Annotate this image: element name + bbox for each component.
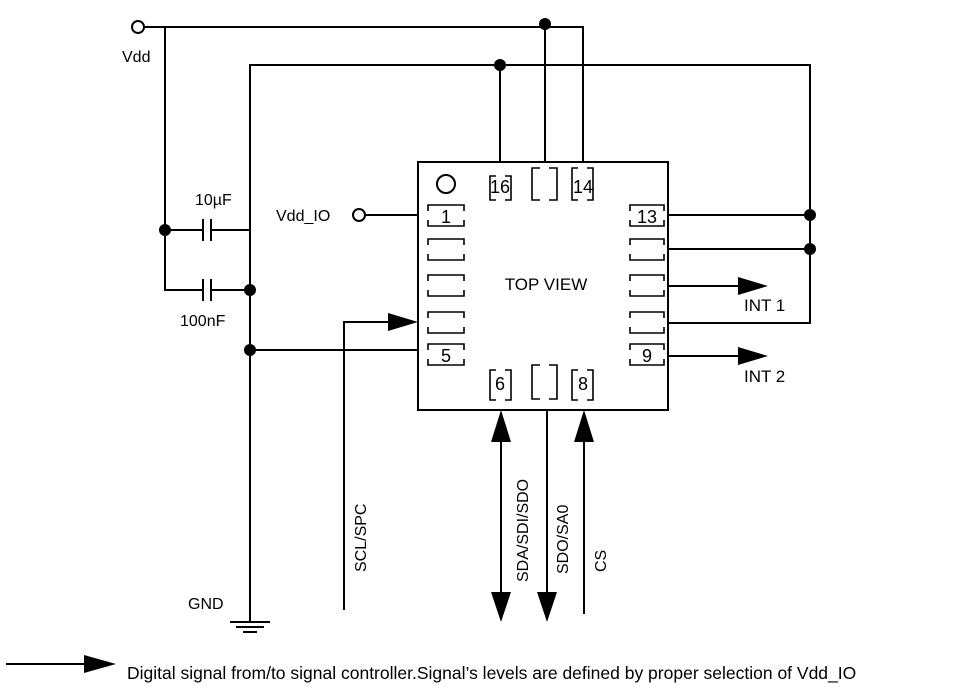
pad-4	[427, 311, 465, 334]
top-view-label: TOP VIEW	[505, 275, 588, 294]
pad-12	[629, 238, 665, 261]
sda-arrow-down-icon	[491, 592, 511, 622]
sdo-sa0-label: SDO/SA0	[555, 505, 572, 574]
vdd-io-terminal	[352, 208, 366, 222]
pin-6-label: 6	[495, 374, 505, 394]
vdd-vertical	[164, 27, 203, 291]
pin-1-label: 1	[441, 207, 451, 227]
pin1-indicator	[436, 174, 456, 194]
pad-5: 5	[427, 343, 465, 366]
pad-16: 16	[489, 175, 512, 201]
vdd-io-label: Vdd_IO	[276, 208, 330, 225]
junction-pin12	[804, 243, 816, 255]
int2-arrow-icon	[738, 347, 768, 365]
sda-arrow-up-icon	[491, 410, 511, 442]
int1-arrow-icon	[738, 277, 768, 295]
int1-label: INT 1	[744, 296, 785, 315]
pad-9: 9	[629, 343, 665, 366]
legend: Digital signal from/to signal controller…	[6, 655, 856, 684]
junction-vdd-rail	[539, 18, 551, 30]
cap-100nf-label: 100nF	[180, 313, 226, 330]
legend-arrow-icon	[84, 655, 116, 673]
pin-13-label: 13	[637, 207, 657, 227]
gnd-label: GND	[188, 596, 224, 613]
pad-13: 13	[629, 204, 665, 227]
capacitor-100nf-icon	[202, 279, 212, 301]
vdd-rail	[144, 26, 584, 162]
pin-5-label: 5	[441, 346, 451, 366]
pin-16-label: 16	[490, 177, 510, 197]
pad-7	[531, 364, 558, 400]
junction-pin13	[804, 209, 816, 221]
vdd-terminal	[131, 20, 145, 34]
vdd-label: Vdd	[122, 49, 150, 66]
sda-sdi-sdo-label: SDA/SDI/SDO	[515, 479, 532, 582]
cs-arrow-icon	[574, 410, 594, 442]
pad-1: 1	[427, 204, 465, 227]
pad-11	[629, 274, 665, 297]
pad-15	[531, 167, 558, 201]
pad-10	[629, 311, 665, 334]
pad-3	[427, 274, 465, 297]
pin-9-label: 9	[642, 346, 652, 366]
junction-gnd-top	[494, 59, 506, 71]
gnd-rail	[249, 64, 811, 622]
pin-8-label: 8	[578, 374, 588, 394]
pad-6: 6	[489, 369, 512, 401]
cs-label: CS	[593, 550, 610, 572]
capacitor-10uf-icon	[202, 219, 212, 241]
int2-label: INT 2	[744, 367, 785, 386]
junction-gnd-pin5	[244, 344, 256, 356]
legend-text: Digital signal from/to signal controller…	[127, 663, 856, 684]
cap-10uf-label: 10µF	[195, 192, 232, 209]
pad-8: 8	[571, 369, 594, 401]
pad-2	[427, 238, 465, 261]
ground-icon	[230, 621, 270, 633]
pin-14-label: 14	[573, 177, 593, 197]
scl-spc-label: SCL/SPC	[353, 504, 370, 572]
scl-spc-wire	[343, 321, 392, 610]
pad-14: 14	[571, 167, 594, 201]
scl-spc-arrow-icon	[388, 313, 418, 331]
sdo-sa0-arrow-icon	[537, 592, 557, 622]
